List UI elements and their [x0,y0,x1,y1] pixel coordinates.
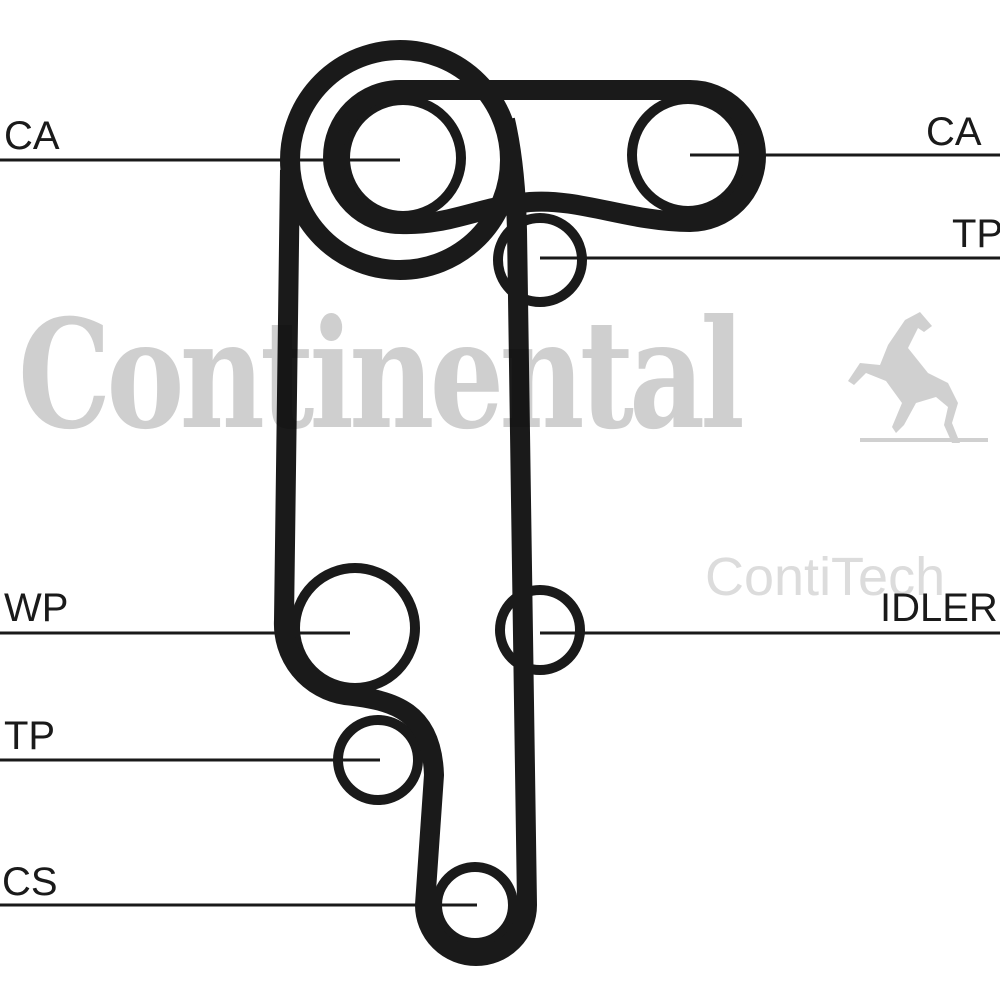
tensioner-pulley-top [493,213,587,307]
idler-pulley [495,585,585,675]
label-tp-top: TP [952,212,1000,256]
label-cs: CS [2,860,58,904]
crankshaft-pulley [432,862,518,948]
label-tp-bottom: TP [4,714,56,758]
label-wp: WP [4,586,69,630]
main-belt [273,117,537,966]
contitech-watermark: ContiTech [705,547,946,607]
label-ca-right: CA [926,110,982,154]
continental-watermark: Continental [18,287,745,463]
camshaft-pulley-left [340,95,466,221]
label-ca-left: CA [4,114,60,158]
tensioner-pulley-bottom [333,715,423,805]
cam-belt [323,80,766,235]
horse-logo-icon [848,312,988,443]
label-idler: IDLER [880,586,998,630]
